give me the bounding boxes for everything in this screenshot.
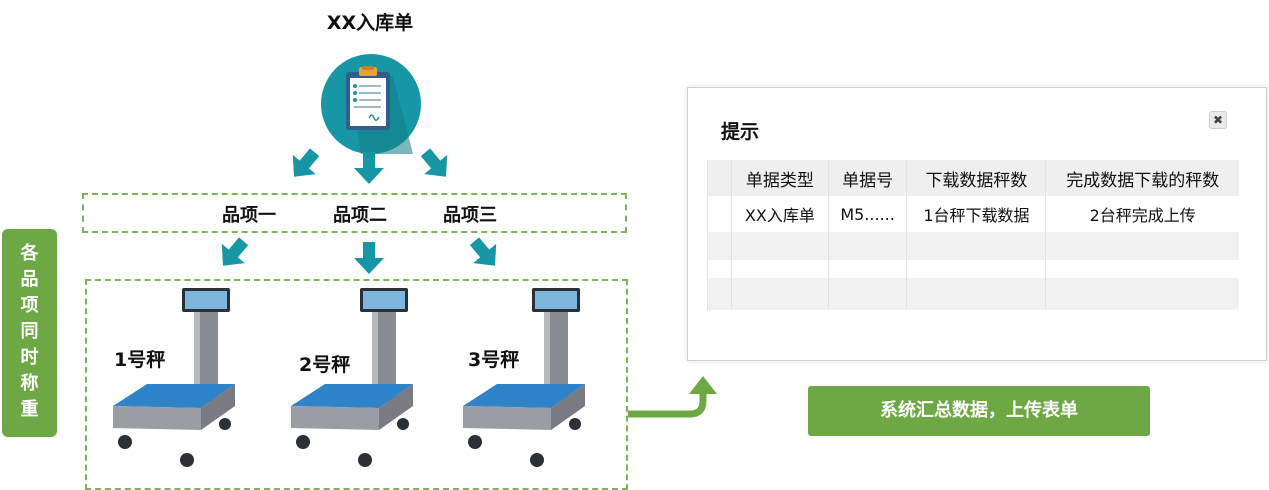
table-cell [731, 260, 829, 278]
table-header-cell: 完成数据下载的秤数 [1045, 160, 1239, 196]
clipboard-document-icon [321, 54, 421, 154]
dialog-title: 提示 [721, 121, 760, 143]
close-icon[interactable]: ✖ [1209, 111, 1227, 129]
form-title: XX入库单 [326, 12, 414, 34]
side-label-char: 重 [20, 399, 39, 420]
table-row[interactable] [707, 232, 1239, 260]
side-label-char: 项 [20, 295, 39, 316]
table-cell: 1台秤下载数据 [906, 196, 1046, 232]
item-label-3: 品项三 [443, 205, 497, 226]
table-cell [906, 260, 1046, 278]
table-cell [1045, 278, 1239, 310]
scale-2-icon [291, 288, 413, 467]
table-cell: 2台秤完成上传 [1045, 196, 1239, 232]
table-cell [731, 232, 829, 260]
item-label-2: 品项二 [333, 205, 387, 226]
items-group [82, 193, 627, 233]
table-cell [906, 232, 1046, 260]
scale-label-3: 3号秤 [468, 349, 520, 371]
table-cell [707, 196, 732, 232]
side-label-char: 称 [20, 373, 39, 394]
scale-1-icon [113, 288, 235, 467]
table-cell [827, 278, 907, 310]
scales-group [85, 279, 628, 490]
side-label-char: 同 [20, 321, 39, 342]
table-cell [731, 278, 829, 310]
scale-label-1: 1号秤 [114, 349, 166, 371]
upload-summary-button[interactable]: 系统汇总数据，上传表单 [808, 386, 1150, 436]
table-header-cell: 下载数据秤数 [906, 160, 1046, 196]
download-status-table: 单据类型 单据号 下载数据秤数 完成数据下载的秤数 XX入库单 M5......… [707, 160, 1239, 310]
table-cell [827, 260, 907, 278]
table-cell [707, 232, 732, 260]
table-header-cell [707, 160, 732, 196]
scale-3-icon [463, 288, 585, 467]
table-header-cell: 单据类型 [731, 160, 829, 196]
side-label-char: 时 [20, 347, 39, 368]
item-label-1: 品项一 [222, 205, 276, 226]
side-label-char: 品 [20, 269, 39, 290]
table-cell: M5...... [827, 196, 907, 232]
table-cell [827, 232, 907, 260]
table-row[interactable] [707, 278, 1239, 310]
table-cell [1045, 232, 1239, 260]
table-header-cell: 单据号 [827, 160, 907, 196]
table-cell: XX入库单 [731, 196, 829, 232]
table-row[interactable]: XX入库单 M5...... 1台秤下载数据 2台秤完成上传 [707, 196, 1239, 232]
table-cell [707, 260, 732, 278]
table-cell [906, 278, 1046, 310]
scale-label-2: 2号秤 [299, 354, 351, 376]
side-label-char: 各 [20, 243, 39, 264]
table-header-row: 单据类型 单据号 下载数据秤数 完成数据下载的秤数 [707, 160, 1239, 196]
side-label-badge: 各 品 项 同 时 称 重 [2, 229, 57, 437]
table-row[interactable] [707, 260, 1239, 278]
table-cell [1045, 260, 1239, 278]
table-cell [707, 278, 732, 310]
